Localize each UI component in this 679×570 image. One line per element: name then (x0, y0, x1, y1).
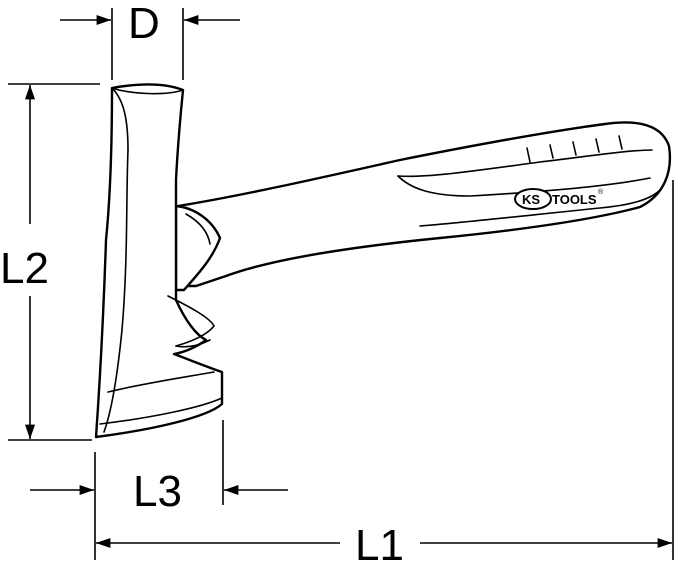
handle (176, 121, 672, 288)
logo-registered-mark: ® (598, 188, 604, 196)
logo-tools-text: TOOLS (552, 192, 597, 207)
hatchet-head (94, 83, 224, 439)
dimension-l1: L1 (96, 180, 674, 570)
dimension-d: D (60, 0, 240, 80)
dimension-d-label: D (128, 0, 160, 48)
dimension-l3-label: L3 (133, 467, 182, 516)
logo-ks-text: KS (522, 192, 540, 207)
dimension-l2-label: L2 (0, 244, 49, 293)
ks-tools-logo: KS TOOLS ® (514, 188, 604, 210)
dimension-l2: L2 (0, 83, 100, 441)
dimension-l3: L3 (30, 420, 288, 560)
dimension-l1-label: L1 (355, 521, 404, 570)
